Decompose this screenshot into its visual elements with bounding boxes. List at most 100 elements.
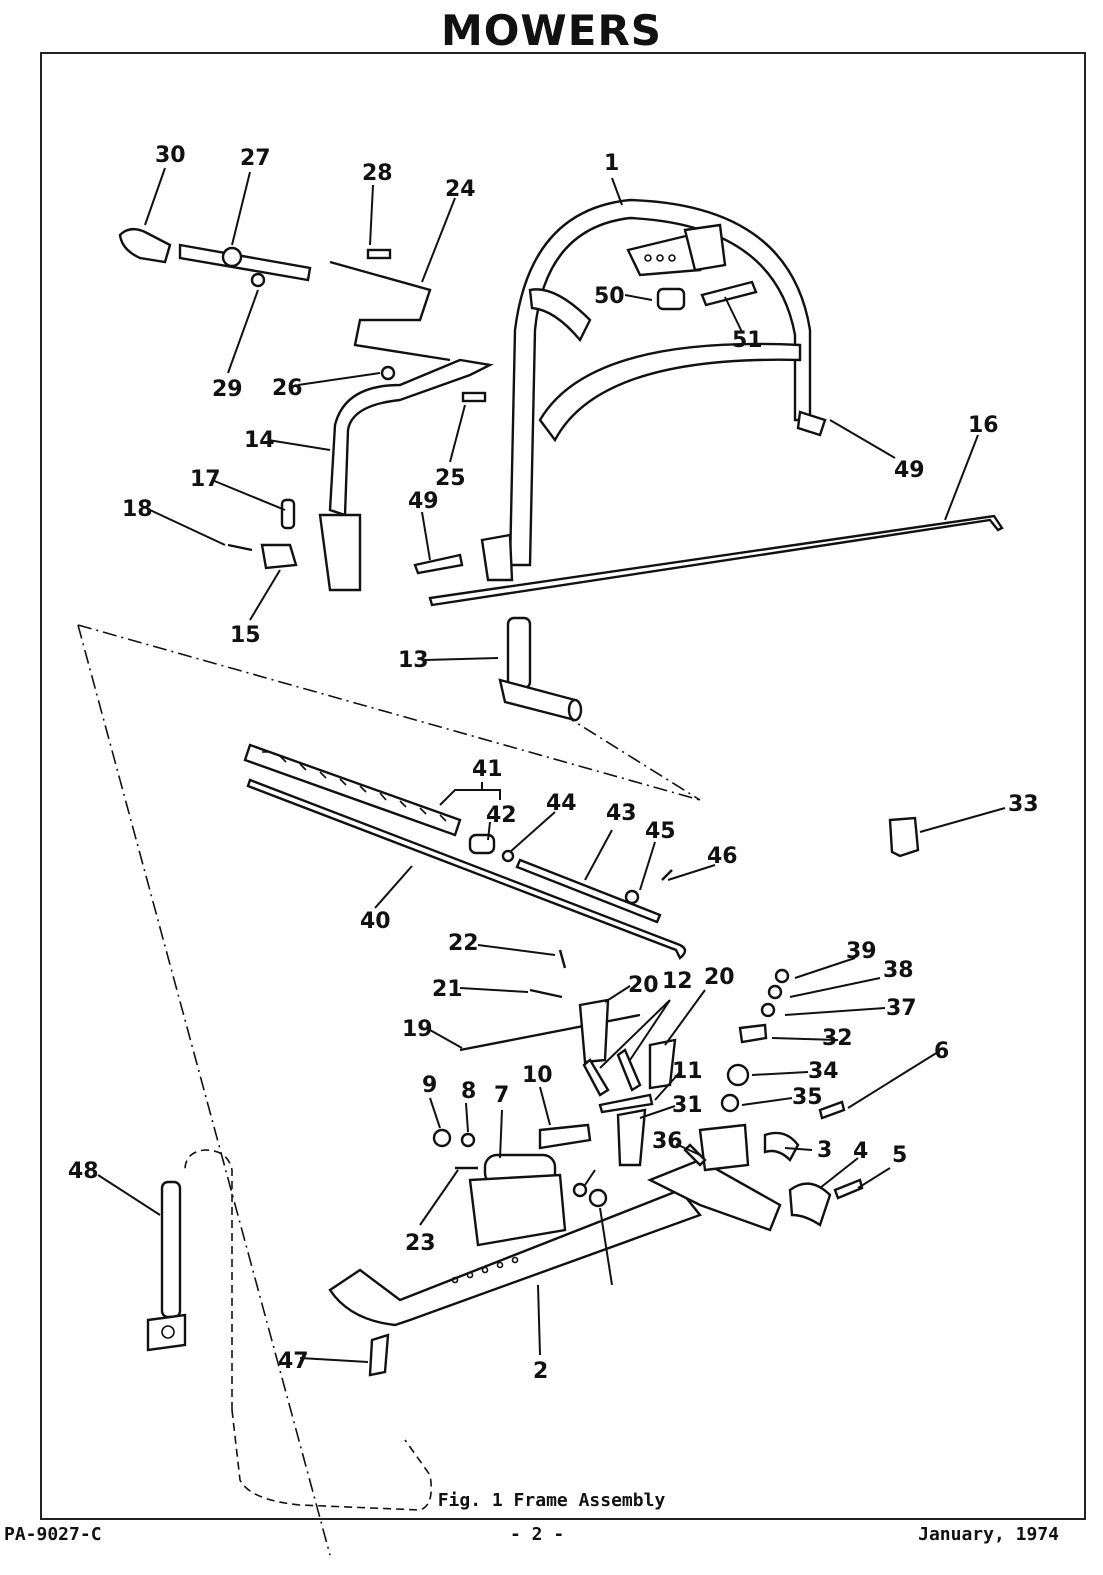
nut-39 xyxy=(774,968,790,984)
callout-36: 36 xyxy=(652,1129,683,1154)
callout-47: 47 xyxy=(278,1349,309,1374)
clamp-4 xyxy=(788,1182,832,1227)
bolt-12-b xyxy=(616,1048,642,1092)
callout-38: 38 xyxy=(883,958,914,983)
figure-frame xyxy=(40,52,1086,1520)
lift-arm xyxy=(318,358,494,592)
callout-6: 6 xyxy=(934,1039,949,1064)
callout-24: 24 xyxy=(445,177,476,202)
callout-44: 44 xyxy=(546,791,577,816)
callout-16: 16 xyxy=(968,413,999,438)
callout-19: 19 xyxy=(402,1017,433,1042)
boundary-line-loop-left xyxy=(184,1149,233,1410)
clamp-3 xyxy=(763,1131,800,1162)
spring-assembly xyxy=(243,743,687,960)
hinge-pin xyxy=(700,280,758,307)
clevis-pin-21 xyxy=(529,988,563,999)
callout-35: 35 xyxy=(792,1085,823,1110)
page-title: MOWERS xyxy=(440,6,663,55)
callout-51: 51 xyxy=(732,328,763,353)
washer-37 xyxy=(760,1002,776,1018)
bolt-5 xyxy=(833,1178,864,1200)
callout-49b: 49 xyxy=(894,458,925,483)
callout-42: 42 xyxy=(486,803,517,828)
spacer-sleeve xyxy=(656,287,686,311)
callout-10: 10 xyxy=(522,1063,553,1088)
cotter-pin-46 xyxy=(661,869,673,881)
bearing-block xyxy=(468,1153,567,1247)
callout-20b: 20 xyxy=(704,965,735,990)
callout-40: 40 xyxy=(360,909,391,934)
bracket-20-left xyxy=(578,998,610,1064)
callout-4: 4 xyxy=(853,1139,868,1164)
bolt-12-a xyxy=(582,1058,610,1097)
figure-caption: Fig. 1 Frame Assembly xyxy=(437,1490,666,1511)
callout-50: 50 xyxy=(594,284,625,309)
plate-10 xyxy=(538,1123,592,1150)
nut-29 xyxy=(250,272,266,288)
callout-28: 28 xyxy=(362,161,393,186)
callout-27: 27 xyxy=(240,146,271,171)
long-rod xyxy=(428,514,1004,607)
bushing-15 xyxy=(260,543,298,570)
callout-31: 31 xyxy=(672,1093,703,1118)
washer-38 xyxy=(767,984,783,1000)
boundary-line-left xyxy=(77,624,331,1556)
callout-5: 5 xyxy=(892,1143,907,1168)
callout-39: 39 xyxy=(846,939,877,964)
callout-29: 29 xyxy=(212,377,243,402)
washer-44 xyxy=(501,849,515,863)
callout-43: 43 xyxy=(606,801,637,826)
callout-26: 26 xyxy=(272,376,303,401)
callout-14: 14 xyxy=(244,428,275,453)
adjusting-rod xyxy=(515,858,662,924)
spring-34 xyxy=(726,1063,750,1087)
callout-33: 33 xyxy=(1008,792,1039,817)
callout-25: 25 xyxy=(435,466,466,491)
spring-plug xyxy=(468,833,496,855)
callout-22: 22 xyxy=(448,931,479,956)
callout-18: 18 xyxy=(122,497,153,522)
callout-48: 48 xyxy=(68,1159,99,1184)
callout-17: 17 xyxy=(190,467,221,492)
turnbuckle-hub xyxy=(221,246,243,268)
lift-link xyxy=(146,1180,187,1352)
boundary-line-top xyxy=(77,624,701,801)
post-assembly xyxy=(498,616,583,722)
nut-9-right xyxy=(588,1188,608,1208)
callout-12: 12 xyxy=(662,969,693,994)
clip-47 xyxy=(368,1333,390,1377)
nut-26 xyxy=(380,365,396,381)
cotter-pin-18 xyxy=(227,543,253,552)
publication-number: PA-9027-C xyxy=(4,1524,102,1545)
callout-46: 46 xyxy=(707,844,738,869)
callout-20a: 20 xyxy=(628,973,659,998)
callout-37: 37 xyxy=(886,996,917,1021)
clevis-pin xyxy=(280,498,296,530)
spacer-11 xyxy=(598,1093,654,1114)
nut-9-left xyxy=(432,1128,452,1148)
callout-1: 1 xyxy=(604,151,619,176)
boundary-line-loop xyxy=(231,1409,433,1511)
plate-32 xyxy=(738,1023,768,1044)
callout-41: 41 xyxy=(472,757,503,782)
eye-bolt xyxy=(413,553,464,575)
cotter-pin-22 xyxy=(558,949,567,969)
turnbuckle-link xyxy=(178,243,312,282)
washer-8-right xyxy=(572,1182,588,1198)
callout-15: 15 xyxy=(230,623,261,648)
bolt-6 xyxy=(818,1100,846,1120)
main-frame-tube xyxy=(328,1123,782,1327)
bracket-33 xyxy=(888,816,920,858)
chain-lower xyxy=(459,1013,641,1052)
hoop-frame xyxy=(480,198,827,582)
callout-21: 21 xyxy=(432,977,463,1002)
washer-45 xyxy=(624,889,640,905)
washer-35 xyxy=(720,1093,740,1113)
callout-11: 11 xyxy=(672,1059,703,1084)
callout-7: 7 xyxy=(494,1083,509,1108)
bolt-28 xyxy=(366,248,392,260)
callout-30: 30 xyxy=(155,143,186,168)
callout-13: 13 xyxy=(398,648,429,673)
